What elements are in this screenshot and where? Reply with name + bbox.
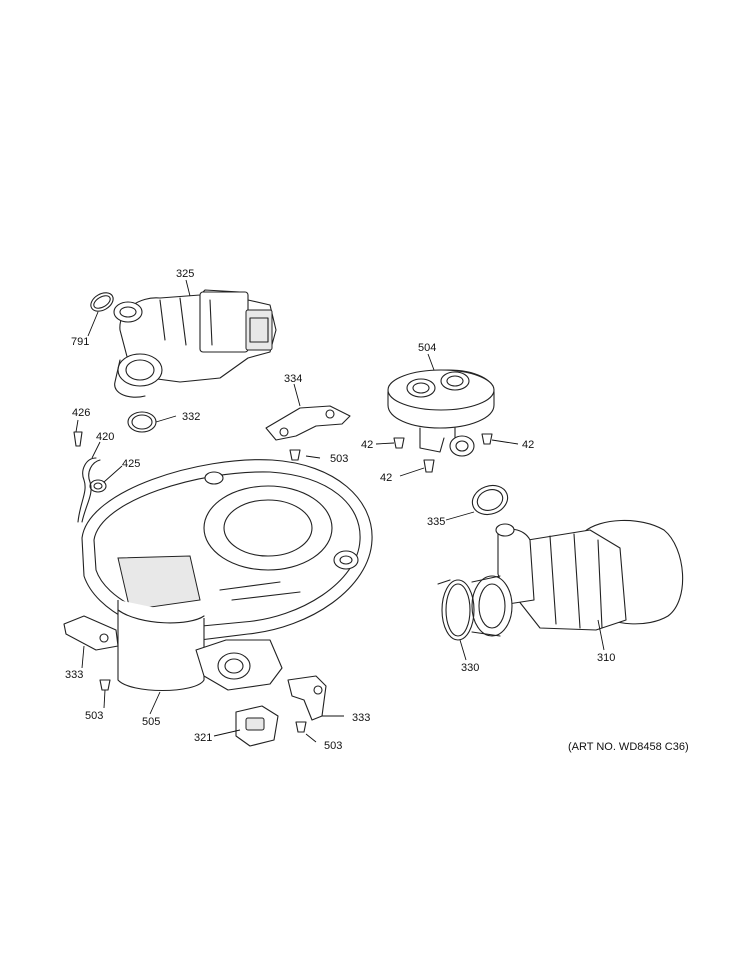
- part-503-screw-c[interactable]: [295, 721, 307, 733]
- callout-321: 321: [194, 732, 212, 744]
- part-504-diverter[interactable]: [387, 369, 495, 457]
- art-number-label: (ART NO. WD8458 C36): [568, 741, 689, 753]
- leader-lines: [75, 279, 605, 743]
- callout-334: 334: [284, 373, 302, 385]
- callout-332: 332: [182, 411, 200, 423]
- part-503-screw-a[interactable]: [289, 449, 301, 461]
- part-332-clamp[interactable]: [127, 411, 157, 433]
- callout-426: 426: [72, 407, 90, 419]
- callout-325: 325: [176, 268, 194, 280]
- callout-791: 791: [71, 336, 89, 348]
- part-420-hose[interactable]: [77, 457, 101, 523]
- callout-335: 335: [427, 516, 445, 528]
- callout-330: 330: [461, 662, 479, 674]
- part-503-screw-b[interactable]: [99, 679, 111, 691]
- part-42-screw-b[interactable]: [481, 433, 493, 445]
- callout-425: 425: [122, 458, 140, 470]
- callout-503b: 503: [85, 710, 103, 722]
- part-325-pump-assembly[interactable]: [113, 289, 277, 398]
- part-425-grommet[interactable]: [89, 479, 107, 493]
- part-333-bracket-b[interactable]: [287, 675, 327, 721]
- part-310-motor[interactable]: [471, 519, 684, 637]
- callout-42c: 42: [380, 472, 392, 484]
- callout-42b: 42: [522, 439, 534, 451]
- part-426-screw[interactable]: [73, 431, 83, 447]
- part-335-clamp[interactable]: [468, 481, 511, 520]
- callout-420: 420: [96, 431, 114, 443]
- part-334-bracket[interactable]: [265, 405, 351, 441]
- callout-333b: 333: [352, 712, 370, 724]
- part-330-clamp[interactable]: [437, 579, 475, 641]
- part-321-sensor[interactable]: [235, 705, 279, 747]
- callout-503a: 503: [330, 453, 348, 465]
- callout-310: 310: [597, 652, 615, 664]
- callout-42a: 42: [361, 439, 373, 451]
- part-42-screw-a[interactable]: [393, 437, 405, 449]
- callout-505: 505: [142, 716, 160, 728]
- part-42-screw-c[interactable]: [423, 459, 435, 473]
- part-791-seal[interactable]: [88, 289, 117, 315]
- part-333-bracket-a[interactable]: [63, 615, 119, 651]
- callout-504: 504: [418, 342, 436, 354]
- callout-503c: 503: [324, 740, 342, 752]
- part-505-sump[interactable]: [81, 459, 373, 691]
- callout-333a: 333: [65, 669, 83, 681]
